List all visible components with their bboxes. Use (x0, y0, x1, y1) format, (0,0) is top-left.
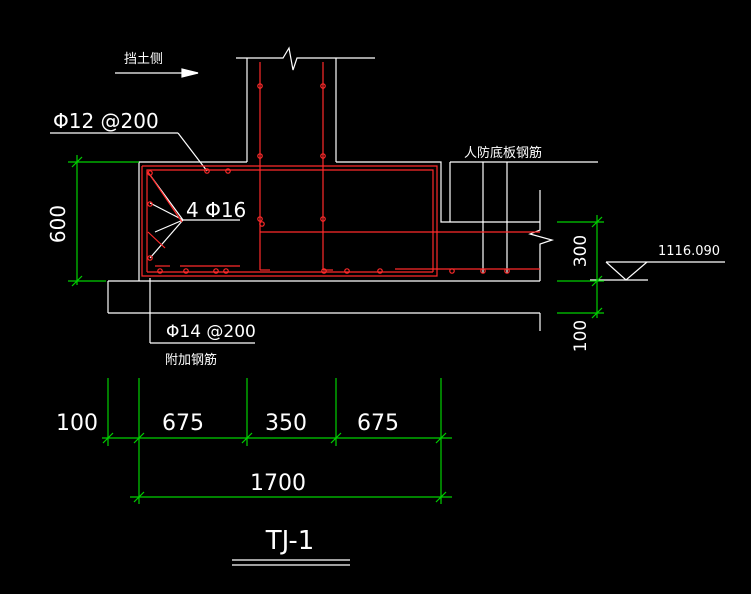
elevation-label: 1116.090 (658, 244, 720, 259)
dim-350: 350 (265, 411, 307, 436)
bottom-bar-label: Φ14 @200 (166, 322, 256, 342)
rebar-dots (147, 83, 510, 274)
dim-300: 300 (571, 235, 591, 267)
break-line-icon (236, 46, 375, 71)
top-bar-label: Φ12 @200 (53, 109, 159, 133)
slab-rebar-label: 人防底板钢筋 (464, 145, 542, 161)
dim-1700: 1700 (250, 471, 306, 496)
dim-675-left: 675 (162, 411, 204, 436)
concrete-outline (50, 46, 725, 566)
drawing-title: TJ-1 (265, 526, 315, 556)
arrow-right-icon (115, 68, 199, 78)
dim-100-vertical: 100 (571, 320, 591, 352)
corner-bars-label: 4 Φ16 (186, 198, 246, 222)
soil-side-label: 挡土侧 (124, 52, 163, 67)
break-line-icon (528, 190, 555, 281)
extra-rebar-label: 附加钢筋 (165, 352, 217, 368)
rebar-lines (141, 62, 540, 277)
dim-600: 600 (46, 205, 70, 243)
elevation-triangle-icon (590, 261, 725, 281)
dim-675-right: 675 (357, 411, 399, 436)
dim-100: 100 (56, 411, 98, 436)
dimension-lines (68, 155, 604, 504)
